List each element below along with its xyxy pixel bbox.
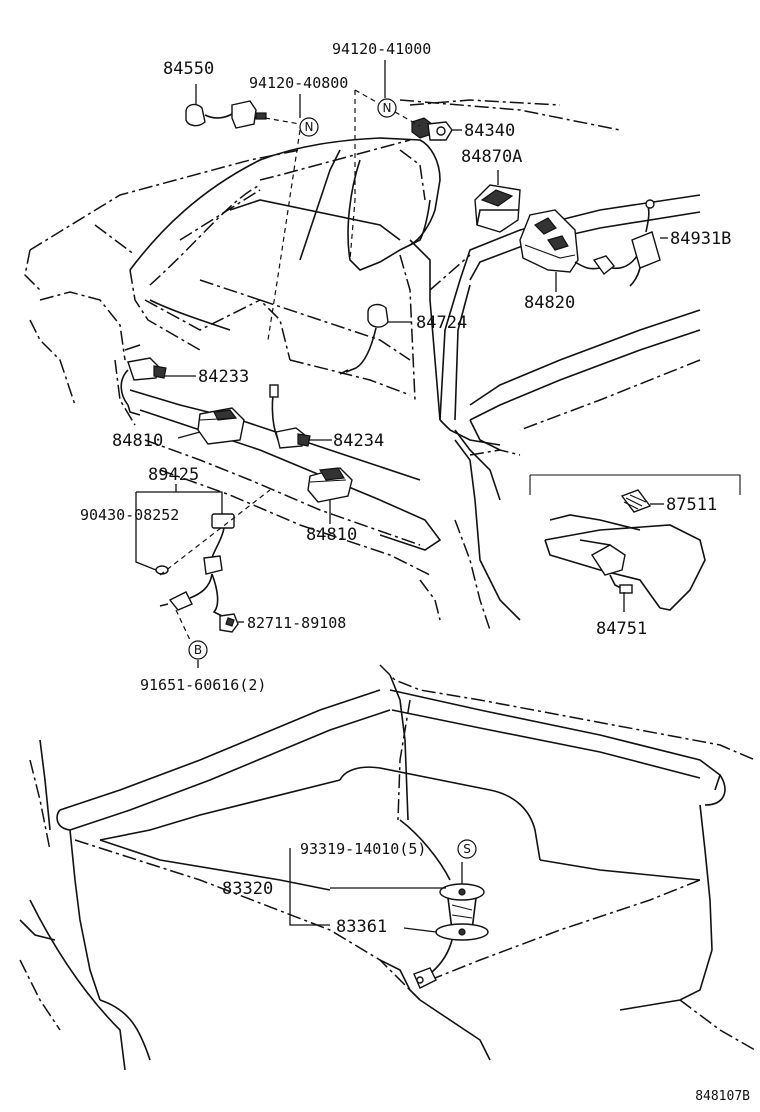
label-91651-60616: 91651-60616(2) [140,676,266,694]
part-82711-89108 [219,613,239,633]
part-83320-83361 [413,883,489,989]
part-84340 [411,117,453,141]
cab-outline [24,99,621,426]
label-90430-08252: 90430-08252 [80,506,179,524]
label-84810-lower: 84810 [306,525,357,545]
svg-text:N: N [383,101,392,115]
label-93319-14010: 93319-14010(5) [300,840,426,858]
label-94120-40800: 94120-40800 [249,74,348,92]
part-84233 [120,357,167,416]
callout-s: S [457,839,477,859]
label-82711-89108: 82711-89108 [247,614,346,632]
svg-text:N: N [305,120,314,134]
part-84810-upper [197,407,245,445]
callout-b: B [188,640,208,660]
part-84820 [519,209,615,276]
part-labels: 84550 94120-40800 94120-41000 84340 8487… [80,40,731,937]
part-84550 [185,100,267,129]
label-84234: 84234 [333,431,384,451]
lamp-inset [529,474,741,611]
label-84931B: 84931B [670,229,731,249]
label-84820: 84820 [524,293,575,313]
label-94120-41000: 94120-41000 [332,40,431,58]
label-84340: 84340 [464,121,515,141]
part-84724 [339,303,389,375]
svg-text:S: S [463,842,471,856]
truck-bed [19,664,756,1071]
label-84233: 84233 [198,367,249,387]
label-83320: 83320 [222,879,273,899]
label-84870A: 84870A [461,147,522,167]
label-89425: 89425 [148,465,199,485]
part-84810-lower [307,467,353,503]
part-84870A [474,184,521,233]
callout-circles: N N B S [188,98,477,859]
label-84724: 84724 [416,313,467,333]
label-84810-upper: 84810 [112,431,163,451]
leader-lines [135,60,668,933]
callout-n-41000: N [377,98,397,118]
label-84550: 84550 [163,59,214,79]
diagram-reference-code: 848107B [695,1089,750,1104]
part-89425 [155,513,235,617]
part-84234 [269,384,311,449]
svg-text:B: B [194,643,202,657]
part-87511 [620,489,652,513]
label-83361: 83361 [336,917,387,937]
part-84931B [611,199,661,287]
label-84751: 84751 [596,619,647,639]
body-side [129,194,701,631]
callout-n-40800: N [299,117,319,137]
label-87511: 87511 [666,495,717,515]
